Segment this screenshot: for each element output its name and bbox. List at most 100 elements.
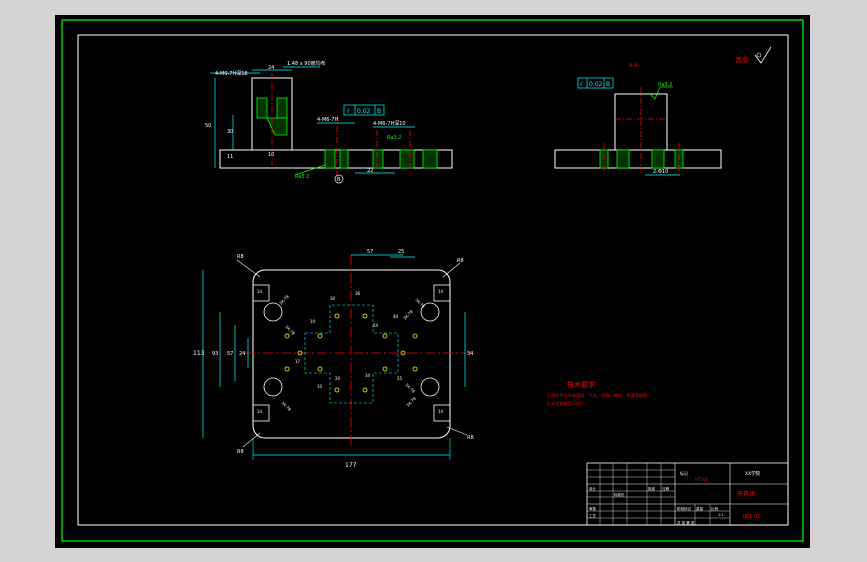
label-standard: 标准化: [614, 492, 625, 497]
label-date: 日期: [662, 486, 670, 491]
dim-inner: 17: [295, 359, 301, 364]
sheet-info: 共 张 第 张: [677, 520, 695, 525]
tolerance-frame: ⫽ 0.02 B: [343, 104, 385, 116]
corner-slot: [252, 284, 270, 302]
hole: [412, 366, 418, 372]
roughness-left: Ra3.2: [295, 174, 309, 180]
side-section-view: A-A ⫽ 0.02 B Ra3.2 2-Φ10: [554, 63, 722, 176]
label-stage: 阶段标记: [677, 506, 691, 511]
dim-height: 50: [205, 123, 211, 129]
radius-label: R8: [237, 254, 244, 260]
label-weight: 重量: [696, 506, 704, 511]
scale-value: 1:1: [718, 513, 724, 517]
dim-overall-width: 177: [345, 462, 357, 469]
svg-text:B: B: [606, 81, 610, 88]
general-roughness-mark: 其余: [735, 46, 772, 64]
hole-callout: 3X-78: [404, 382, 416, 394]
hole: [297, 350, 303, 356]
slot-label: 14: [257, 289, 263, 294]
label-approve: 批准: [648, 486, 656, 491]
callout-chamfer: 1.48 x 90度均布: [287, 60, 326, 67]
leader-line: [242, 432, 261, 448]
hole-callout: 3X-78: [278, 294, 290, 306]
dim-top-2: 25: [398, 249, 404, 255]
roughness-symbol: [649, 86, 673, 100]
dim-top-1: 57: [367, 249, 373, 255]
dim-overall-height: 113: [193, 350, 205, 357]
datum-symbol: [334, 174, 344, 184]
hole-callout: 3X-78: [405, 396, 417, 408]
corner-slot: [433, 404, 451, 422]
outer-border: [61, 19, 804, 542]
corner-slot: [252, 404, 270, 422]
tolerance-frame: ⫽ 0.02 B: [577, 77, 614, 89]
hole: [362, 313, 368, 319]
hatch-region: [276, 97, 288, 119]
dim-left-2: 57: [227, 351, 233, 357]
dim-inner: 24: [373, 323, 379, 328]
label-check: 审核: [589, 506, 597, 511]
u-notch: [420, 377, 440, 397]
hole: [382, 366, 388, 372]
material-value: HT200: [695, 477, 709, 482]
dim-inner: 40: [393, 314, 399, 319]
leader-line: [236, 259, 261, 278]
hatch-region: [324, 149, 336, 169]
dim-inner: 25: [397, 376, 403, 381]
section-label: A-A: [629, 63, 638, 69]
leader-line: [446, 426, 468, 436]
hole: [317, 333, 323, 339]
dim-inner: 36: [355, 291, 361, 296]
hatch-region: [372, 149, 384, 169]
callout-holes: 4-M6-7H深18: [215, 70, 248, 77]
notes-line: 1.铸件不允许有裂纹、气孔、砂眼、缩松、夹渣等缺陷。: [547, 392, 652, 399]
slot-label: 14: [438, 409, 444, 414]
hatch-region: [651, 149, 665, 169]
radius-label: R8: [457, 258, 464, 264]
drawing-number: JJ01-01: [742, 514, 760, 520]
u-notch: [420, 302, 440, 322]
drawing-viewport[interactable]: 4-M6-7H深18 1.48 x 90度均布 24 50 30 10 11 4…: [55, 15, 810, 548]
hole: [362, 387, 368, 393]
roughness-right: Ra3.2: [658, 82, 672, 88]
leader-line: [442, 262, 461, 278]
part-name: 夹具体: [737, 490, 755, 498]
radius-label: R8: [237, 449, 244, 455]
label-process: 工艺: [589, 513, 597, 518]
callout-tap: 4-M6-7H: [317, 117, 338, 123]
hole-callout: 3X-78: [414, 297, 426, 309]
notes-title: 技术要求: [567, 380, 595, 389]
hatch-region: [266, 117, 288, 136]
company-name: XX学院: [745, 470, 761, 477]
svg-text:0.02: 0.02: [357, 108, 371, 115]
hole: [400, 350, 406, 356]
hatch-region: [616, 149, 630, 169]
hatch-region: [399, 149, 415, 169]
hole: [284, 333, 290, 339]
hole: [382, 333, 388, 339]
dim-inner: 10: [317, 384, 323, 389]
slot-label: 14: [438, 289, 444, 294]
hatch-region: [256, 97, 268, 119]
slot-label: 14: [257, 409, 263, 414]
dim-right-1: 34: [467, 351, 473, 357]
dim-inner: 10: [310, 319, 316, 324]
svg-text:⫽: ⫽: [346, 108, 350, 115]
drawing-frame: [77, 34, 789, 526]
corner-slot: [433, 284, 451, 302]
dim-inner: 30: [227, 129, 233, 135]
base-plate: [219, 149, 453, 169]
dim-bottom: 10: [268, 152, 274, 158]
front-section-view: 4-M6-7H深18 1.48 x 90度均布 24 50 30 10 11 4…: [205, 60, 453, 184]
plate-outline: [252, 269, 451, 439]
dim-base: 22: [367, 168, 373, 174]
callout-cb: 4-M6-7H深10: [373, 120, 406, 127]
drawing-sheet: 4-M6-7H深18 1.48 x 90度均布 24 50 30 10 11 4…: [61, 19, 804, 542]
hole: [284, 366, 290, 372]
dim-small: 11: [227, 154, 233, 160]
dim-width: 24: [268, 65, 274, 71]
datum-label: B: [337, 177, 341, 183]
dim-inner: 34: [365, 373, 371, 378]
svg-text:0.02: 0.02: [589, 81, 603, 88]
hatch-region: [422, 149, 438, 169]
